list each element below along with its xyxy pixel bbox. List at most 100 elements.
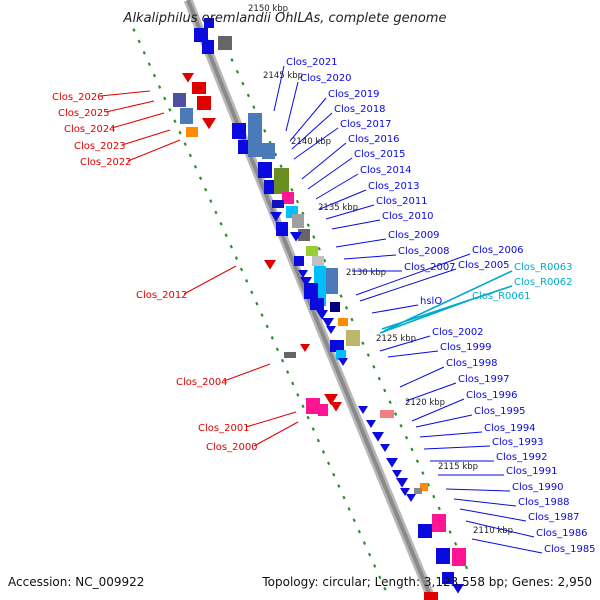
- tick-mark: [339, 294, 343, 298]
- leader-line: [183, 265, 237, 295]
- gene-arrow: [396, 478, 408, 488]
- gene-label-right: Clos_2008: [398, 246, 450, 257]
- gene-feature: [418, 524, 432, 538]
- gene-feature: [202, 40, 214, 54]
- tick-mark: [198, 176, 203, 181]
- tick-mark: [347, 507, 351, 511]
- tick-mark: [373, 564, 377, 568]
- tick-mark: [415, 459, 420, 464]
- tick-mark: [312, 235, 316, 239]
- gene-label-right: Clos_R0061: [472, 291, 531, 302]
- leader-line: [371, 304, 419, 314]
- leader-line: [415, 414, 473, 428]
- gene-arrow: [380, 444, 390, 452]
- tick-mark: [193, 165, 198, 169]
- leader-line: [381, 285, 513, 330]
- leader-line: [387, 350, 439, 358]
- ruler-label: 2145 kbp: [263, 71, 303, 81]
- gene-feature: [294, 256, 304, 266]
- tick-mark: [432, 494, 436, 499]
- tick-mark: [383, 388, 387, 393]
- tick-mark: [421, 471, 425, 475]
- leader-line: [307, 157, 353, 190]
- label-leaders: [99, 65, 543, 554]
- gene-arrow: [298, 270, 308, 278]
- gene-feature: [336, 350, 346, 360]
- gene-arrow: [290, 232, 302, 242]
- gene-feature: [432, 514, 446, 532]
- gene-label-right: Clos_2006: [472, 245, 524, 256]
- leader-line: [223, 363, 271, 382]
- gene-arrow: [366, 420, 376, 428]
- tick-mark: [163, 96, 167, 101]
- tick-mark: [378, 575, 382, 580]
- genome-summary-text: Topology: circular; Length: 3,123,558 bp…: [261, 575, 592, 589]
- backbone-line: [186, 0, 434, 600]
- gene-feature: [326, 268, 338, 294]
- tick-mark: [367, 552, 372, 557]
- gene-arrow: [338, 358, 348, 366]
- gene-arrow: [386, 458, 398, 468]
- gene-feature: [173, 93, 186, 107]
- tick-mark: [393, 412, 398, 416]
- tick-mark: [204, 187, 208, 192]
- tick-mark: [246, 93, 250, 98]
- tick-mark: [306, 223, 310, 228]
- leader-line: [301, 142, 347, 180]
- gene-label-right: Clos_1987: [528, 512, 580, 523]
- leader-line: [399, 366, 445, 388]
- gene-label-left: Clos_2004: [176, 377, 228, 388]
- gene-labels: Clos_2026Clos_2025Clos_2024Clos_2023Clos…: [52, 57, 596, 555]
- tick-mark: [137, 39, 141, 44]
- gene-feature: [346, 330, 360, 346]
- leader-line: [419, 431, 483, 438]
- gene-label-right: Clos_1995: [474, 406, 526, 417]
- tick-mark: [270, 336, 274, 340]
- leader-line: [273, 65, 285, 112]
- gene-arrow: [264, 260, 276, 270]
- gene-label-right: Clos_1993: [492, 437, 544, 448]
- tick-mark: [361, 341, 365, 346]
- gene-label-right: Clos_2015: [354, 149, 406, 160]
- gene-feature: [292, 214, 304, 228]
- tick-mark: [366, 353, 370, 357]
- gene-feature: [306, 246, 318, 256]
- leader-line: [423, 445, 491, 450]
- gene-arrow: [324, 394, 338, 406]
- gene-feature: [232, 123, 246, 139]
- gene-feature: [310, 298, 324, 310]
- gene-label-right: Clos_1997: [458, 374, 510, 385]
- gene-feature: [330, 302, 340, 312]
- leader-line: [379, 335, 431, 352]
- gene-arrow: [452, 584, 464, 594]
- gene-label-right: Clos_2016: [348, 134, 400, 145]
- gene-label-right: Clos_2010: [382, 211, 434, 222]
- gene-feature: [420, 483, 428, 491]
- gene-label-right: Clos_2017: [340, 119, 392, 130]
- tick-mark: [183, 142, 187, 146]
- gene-feature: [338, 318, 348, 326]
- tick-mark: [352, 518, 356, 523]
- gene-label-right: Clos_2020: [300, 73, 352, 84]
- gene-feature: [414, 488, 422, 494]
- ruler-label: 2120 kbp: [405, 398, 445, 408]
- gene-features: [173, 18, 466, 600]
- gene-feature: [264, 180, 276, 194]
- tick-mark: [350, 317, 354, 322]
- tick-mark: [295, 199, 300, 204]
- gene-label-right: Clos_R0063: [514, 262, 573, 273]
- gene-feature: [258, 162, 272, 178]
- gene-feature: [274, 168, 289, 194]
- tick-mark: [157, 85, 162, 89]
- leader-line: [293, 127, 339, 160]
- tick-mark: [263, 128, 267, 133]
- gene-label-right: Clos_1990: [512, 482, 564, 493]
- gene-arrow: [330, 402, 342, 412]
- tick-mark: [362, 541, 367, 545]
- tick-mark: [219, 222, 223, 226]
- gene-arrow: [400, 488, 410, 496]
- gene-arrow: [182, 73, 194, 83]
- leader-line: [355, 253, 471, 296]
